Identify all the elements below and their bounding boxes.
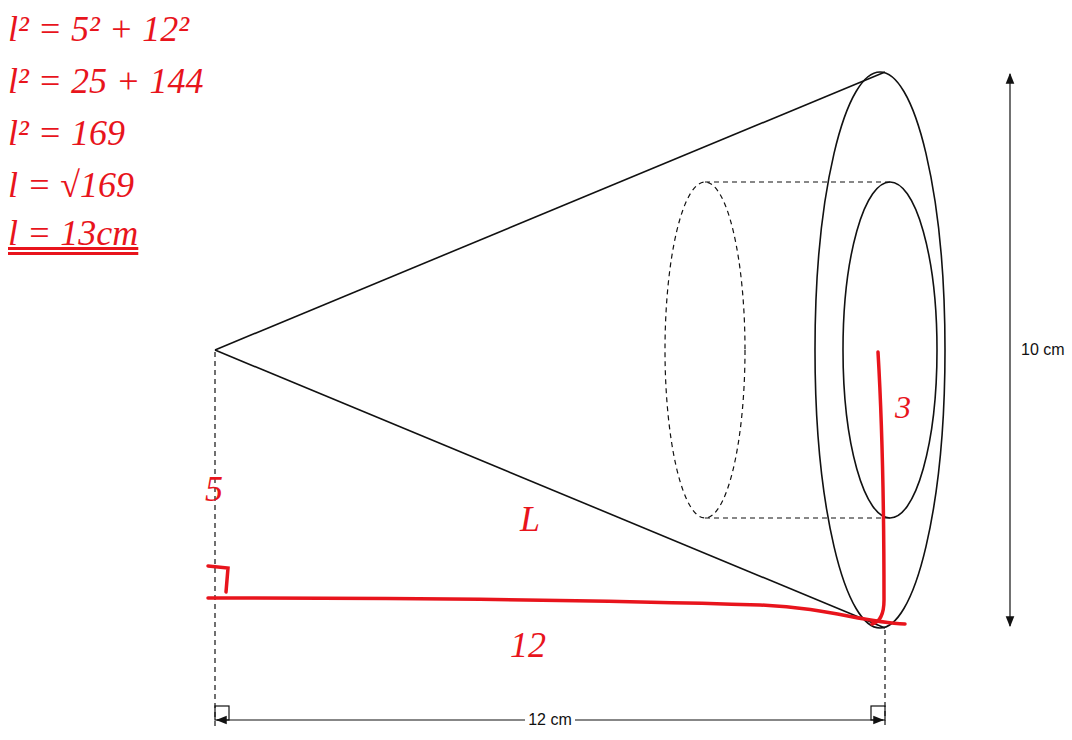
side-label: 3 bbox=[895, 390, 911, 425]
side-label: L bbox=[520, 500, 540, 540]
dimension-label: 10 cm bbox=[1018, 341, 1068, 359]
working-line: l² = 169 bbox=[8, 114, 125, 154]
side-label: 5 bbox=[205, 470, 223, 510]
working-line: l² = 5² + 12² bbox=[8, 10, 189, 50]
working-line: l² = 25 + 144 bbox=[8, 62, 203, 102]
working-line: l = 13cm bbox=[8, 214, 138, 254]
side-label: 12 bbox=[510, 626, 546, 666]
dimension-label: 12 cm bbox=[525, 711, 575, 729]
working-line: l = √169 bbox=[8, 166, 134, 206]
